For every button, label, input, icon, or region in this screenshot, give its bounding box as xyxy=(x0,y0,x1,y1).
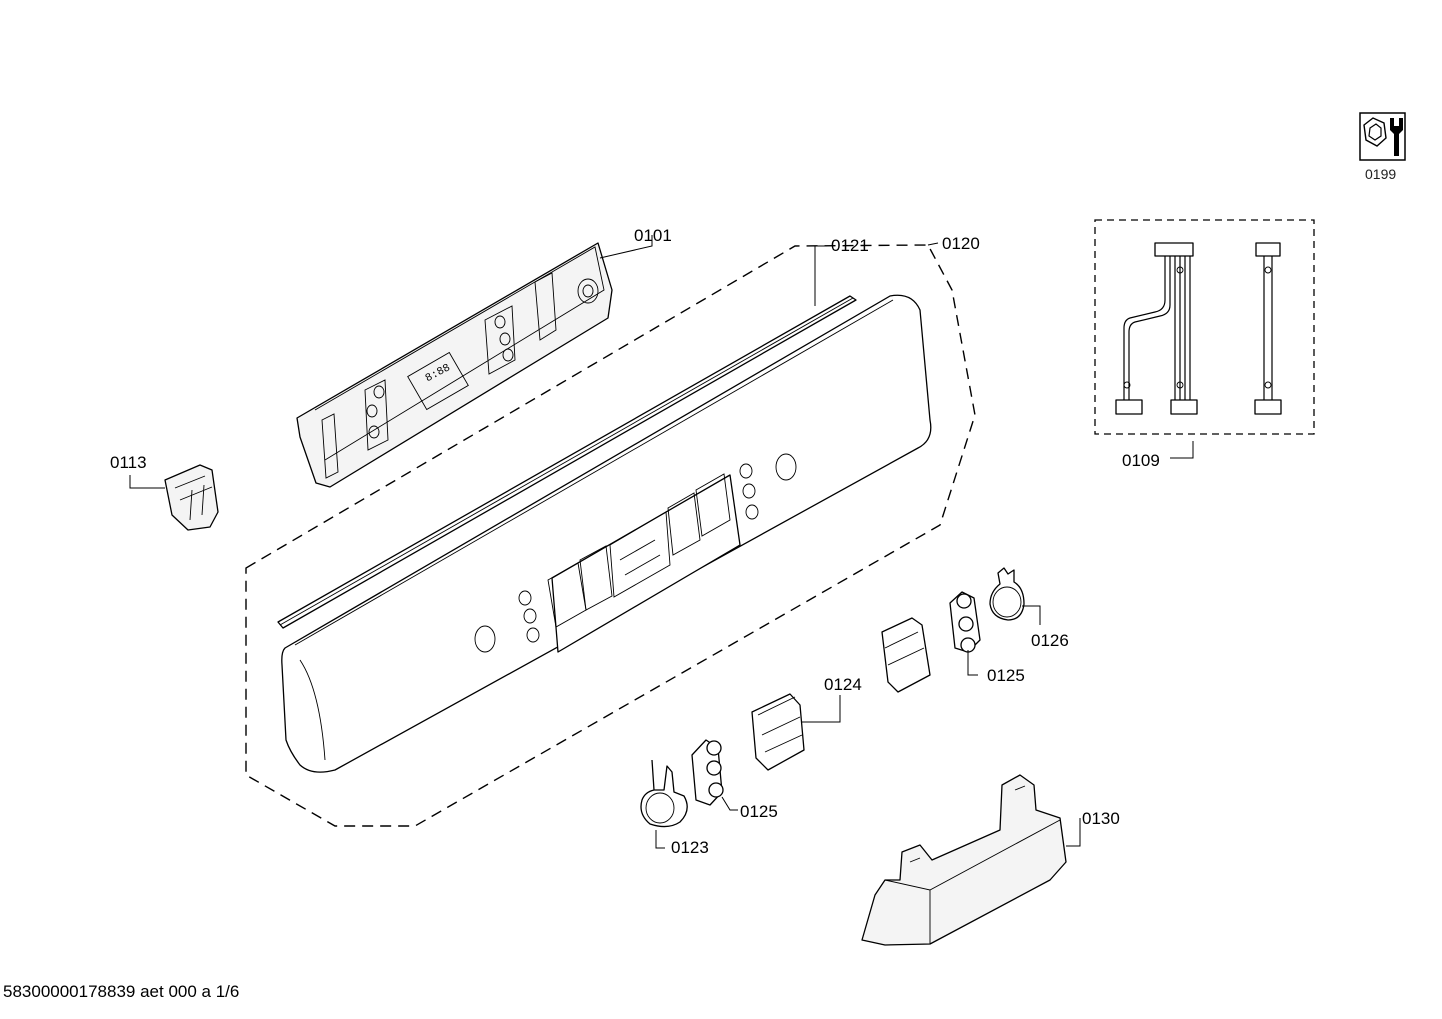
control-panel-fascia xyxy=(281,294,932,773)
wrench-nut-icon xyxy=(1359,112,1406,161)
part-label-0121: 0121 xyxy=(831,236,869,255)
control-module-0101: 8:88 xyxy=(296,242,613,488)
trim-strip xyxy=(277,295,857,629)
bracket-0113 xyxy=(164,464,219,531)
wiring-harness-set xyxy=(1094,219,1315,435)
part-label-0125-upper: 0125 xyxy=(987,666,1025,685)
document-code: 58300000178839 aet 000 a 1/6 xyxy=(3,982,240,1001)
part-label-0199: 0199 xyxy=(1365,166,1397,182)
part-label-0120: 0120 xyxy=(942,234,980,253)
button-block-0124-left xyxy=(751,693,805,771)
part-label-0130: 0130 xyxy=(1082,809,1120,828)
part-label-0101: 0101 xyxy=(634,226,672,245)
group-outline-0120 xyxy=(245,244,976,827)
part-label-0113: 0113 xyxy=(110,453,147,472)
part-label-0109: 0109 xyxy=(1122,451,1160,470)
part-label-0124: 0124 xyxy=(824,675,862,694)
button-carrier-0125-lower xyxy=(691,739,724,806)
knob-0123 xyxy=(640,759,688,828)
button-block-0124-right xyxy=(881,617,931,693)
part-label-0125-lower: 0125 xyxy=(740,802,778,821)
knob-0126 xyxy=(989,567,1025,621)
part-label-0126: 0126 xyxy=(1031,631,1069,650)
part-label-0123: 0123 xyxy=(671,838,709,857)
base-bracket-0130 xyxy=(861,774,1067,946)
button-carrier-0125-upper xyxy=(949,591,981,653)
